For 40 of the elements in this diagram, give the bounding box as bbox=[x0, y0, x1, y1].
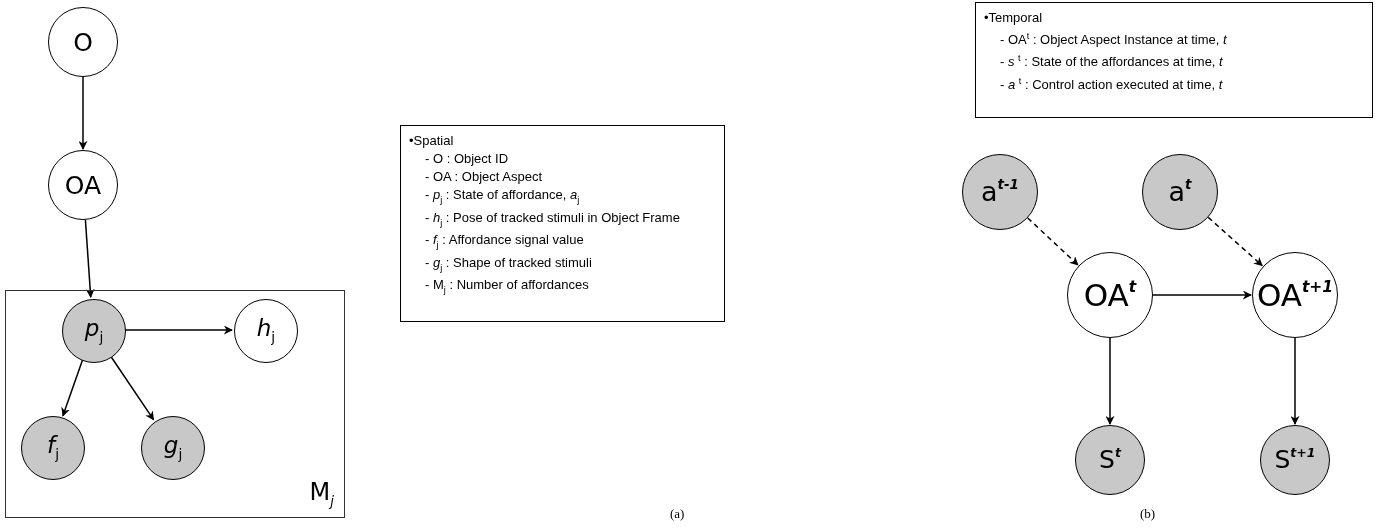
legend-entry: - OA$^{t}$ : Object Aspect Instance at time, t bbox=[999, 30, 1228, 50]
legend-entry: - M$_{j}$ : Number of affordances bbox=[424, 276, 590, 297]
arrow bbox=[124, 325, 233, 335]
variable-node: S$^{t}$ bbox=[1075, 425, 1145, 495]
legend-entry: - h$_{j}$ : Pose of tracked stimuli in Object Frame bbox=[424, 208, 681, 230]
panel-label: (b) bbox=[1140, 506, 1156, 522]
arrow bbox=[1027, 217, 1079, 266]
panel-label: (a) bbox=[670, 506, 685, 522]
arrow bbox=[61, 359, 84, 417]
legend-entry: - p$_{j}$ : State of affordance, a$_{j}$ bbox=[424, 186, 581, 207]
plate-box bbox=[5, 290, 345, 518]
variable-node: g$_{j}$ bbox=[141, 416, 205, 480]
arrow bbox=[110, 355, 155, 421]
legend-entry: - g$_{j}$ : Shape of tracked stimuli bbox=[424, 253, 593, 275]
legend-entry: - O : Object ID bbox=[424, 150, 510, 168]
variable-node: a$^{t}$ bbox=[1142, 154, 1218, 230]
arrow bbox=[1152, 290, 1252, 300]
legend-entry: - s $^{t}$ : State of the affordances at time, t bbox=[999, 52, 1224, 72]
variable-node: f$_{j}$ bbox=[21, 416, 85, 480]
legend-box bbox=[400, 125, 725, 322]
legend-box bbox=[975, 2, 1373, 118]
variable-node: OA bbox=[48, 150, 118, 220]
variable-node: OA$^{t+1}$ bbox=[1252, 252, 1338, 338]
arrow bbox=[78, 76, 88, 150]
arrow bbox=[1105, 337, 1115, 425]
variable-node: p$_{j}$ bbox=[62, 299, 126, 363]
legend-entry: - a $^{t}$ : Control action executed at time, t bbox=[999, 74, 1224, 94]
variable-node: OA$^{t}$ bbox=[1067, 252, 1153, 338]
arrow bbox=[1207, 216, 1263, 267]
plate-label: M$_{j}$ bbox=[309, 478, 334, 509]
variable-node: S$^{t+1}$ bbox=[1260, 425, 1330, 495]
arrow bbox=[1290, 337, 1300, 425]
legend-heading: •Temporal bbox=[984, 9, 1044, 27]
variable-node: O bbox=[48, 7, 118, 77]
arrow bbox=[84, 219, 95, 298]
legend-entry: - OA : Object Aspect bbox=[424, 168, 544, 186]
variable-node: a$^{t-1}$ bbox=[962, 154, 1038, 230]
variable-node: h$_{j}$ bbox=[234, 299, 298, 363]
legend-entry: - f$_{j}$ : Affordance signal value bbox=[424, 231, 585, 252]
legend-heading: •Spatial bbox=[409, 132, 455, 150]
